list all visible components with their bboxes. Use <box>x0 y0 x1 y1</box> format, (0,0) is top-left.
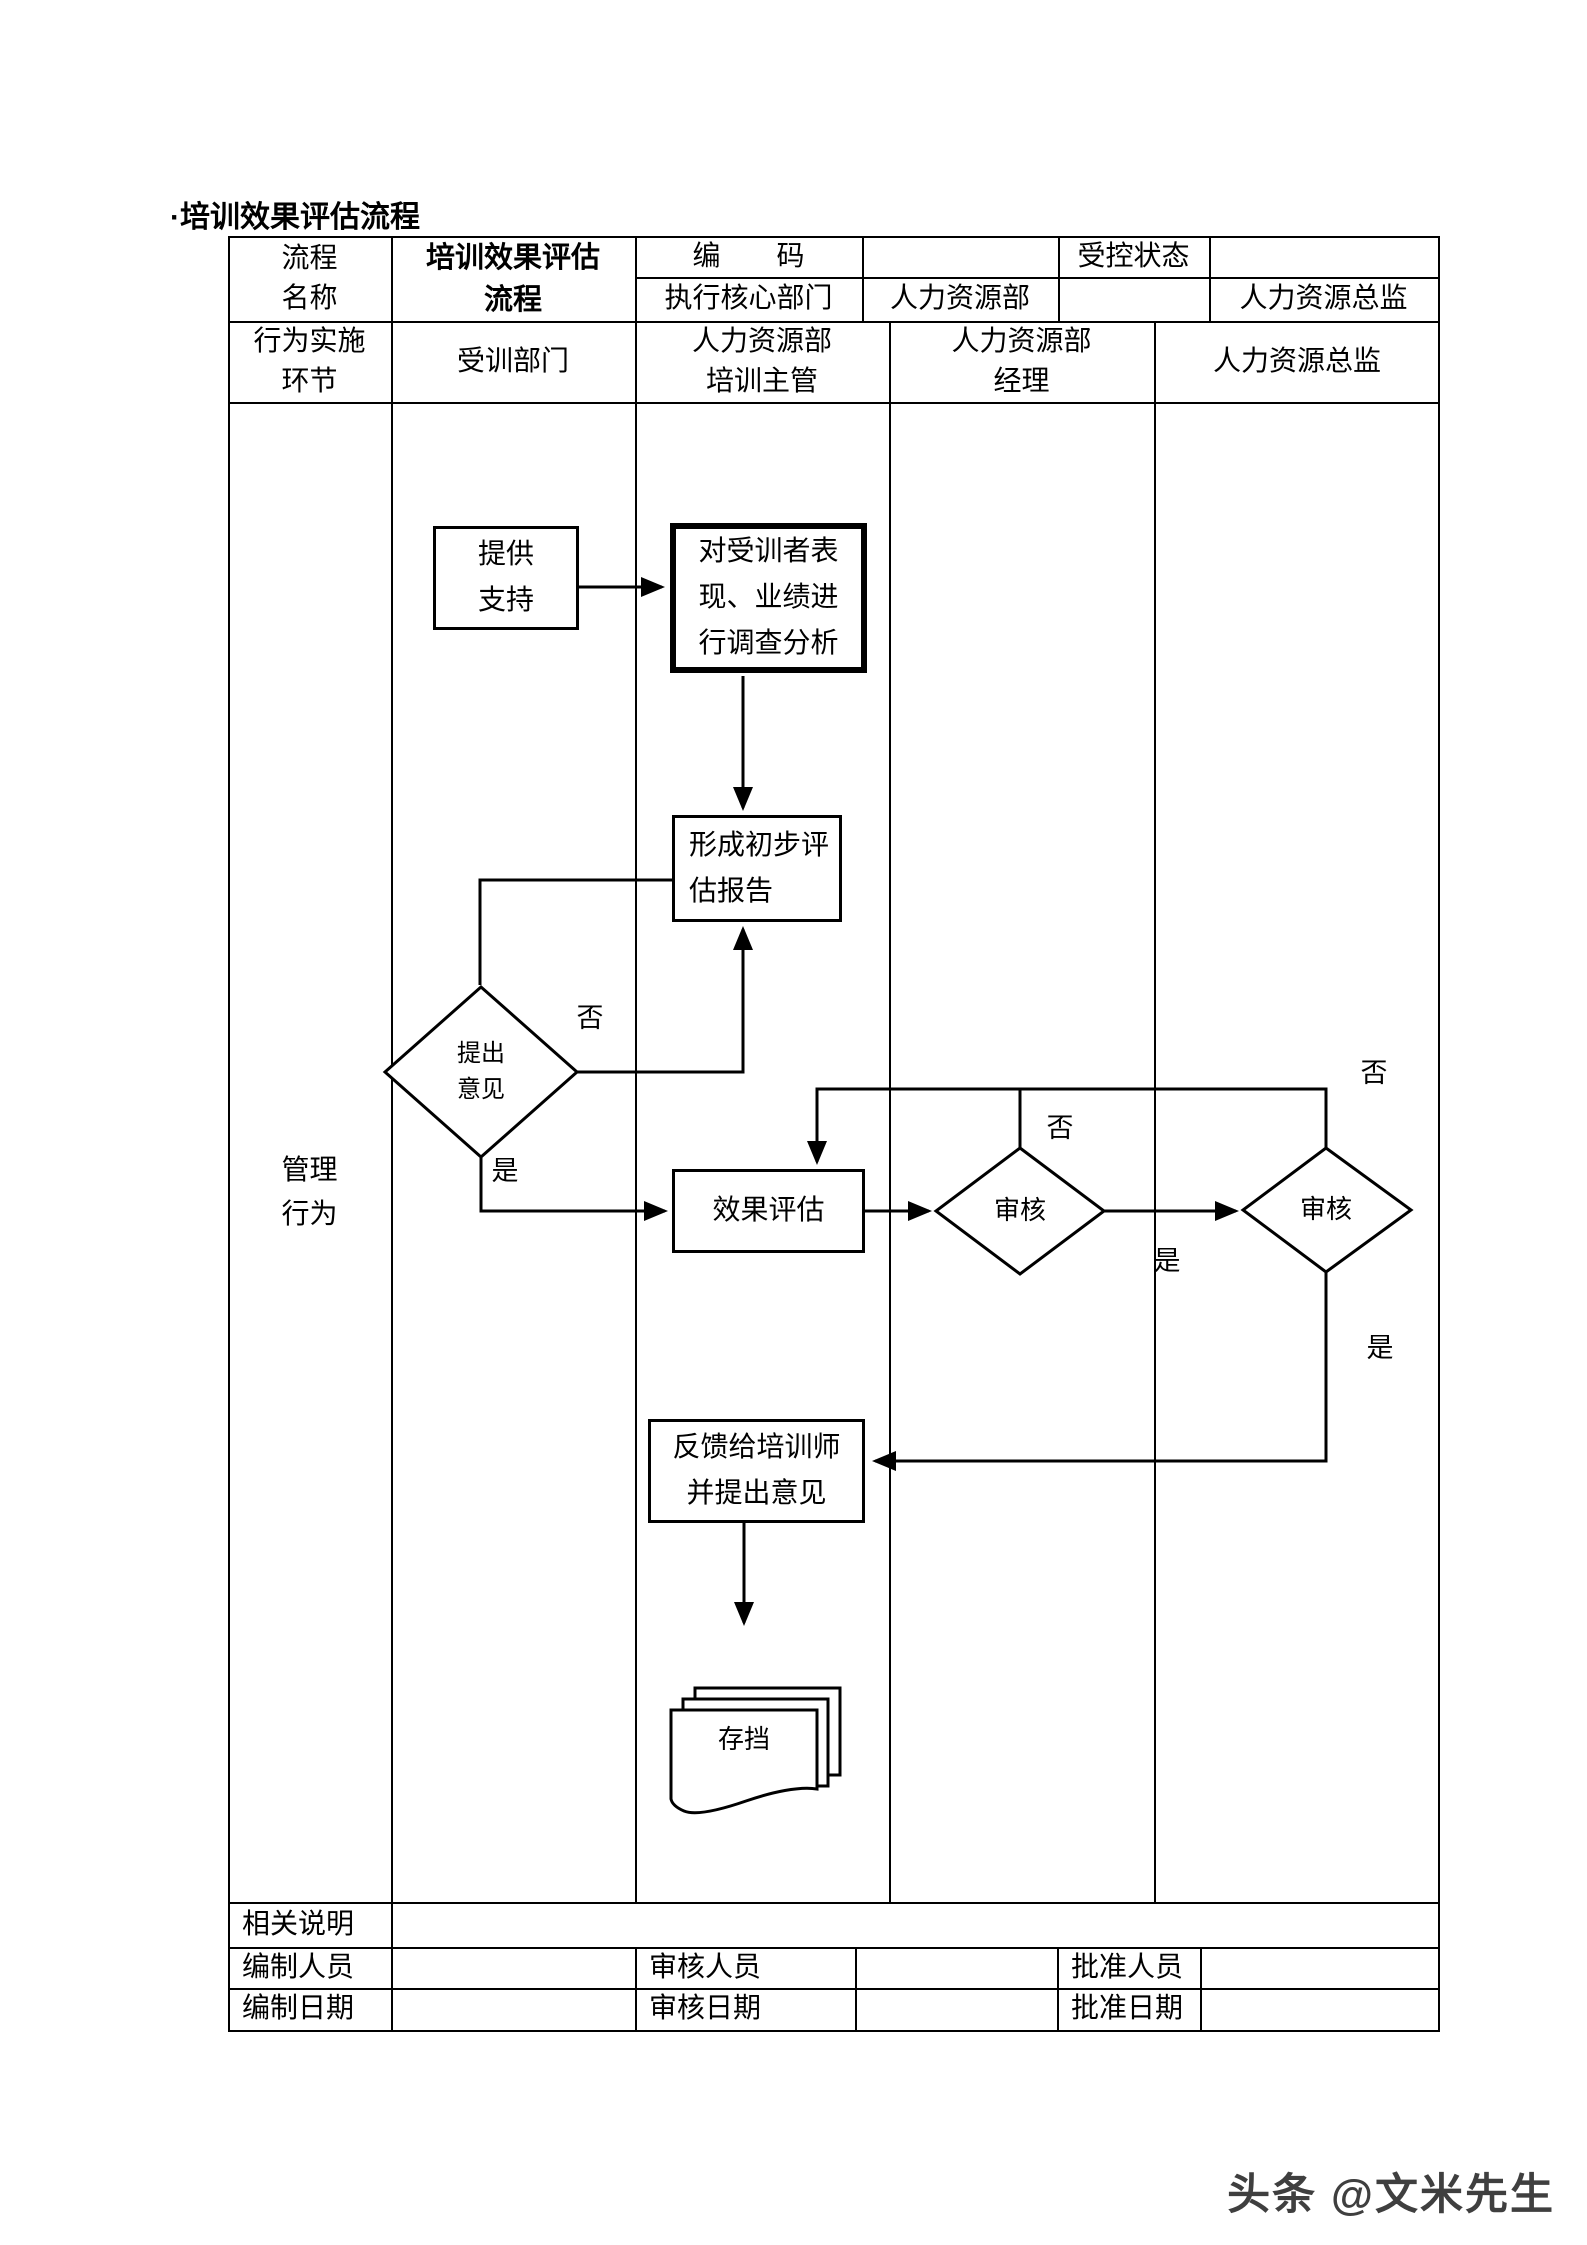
archive-label: 存挡 <box>717 1725 770 1754</box>
opinion-diamond <box>382 984 580 1160</box>
grid-line <box>1057 1947 1059 2030</box>
connector-group <box>478 577 1328 1626</box>
opinion-diamond-label: 提出 意见 <box>457 1041 505 1103</box>
watermark: 头条 @文米先生 <box>1227 2171 1555 2219</box>
management-row-label: 管理 行为 <box>281 1155 338 1230</box>
lane-trainee-dept: 受训部门 <box>456 345 569 377</box>
opinion-yes-label: 是 <box>491 1155 519 1186</box>
review1-diamond-label: 审核 <box>993 1196 1046 1225</box>
review2-no-label: 否 <box>1360 1057 1388 1088</box>
grid-line <box>855 1947 857 2030</box>
evaluation-step-box: 效果评估 <box>672 1169 865 1253</box>
elbow-report-to-opinion <box>478 878 672 985</box>
grid-line <box>228 321 1440 323</box>
grid-line <box>1438 236 1440 2032</box>
maker-label: 编制人员 <box>242 1951 355 1983</box>
opinion-no-label: 否 <box>576 1002 604 1033</box>
code-label: 编 码 <box>692 240 805 272</box>
reviewer-label: 审核人员 <box>649 1951 762 1983</box>
review2-diamond <box>1240 1146 1414 1274</box>
review1-yes-label: 是 <box>1153 1245 1181 1276</box>
grid-line <box>228 1988 1440 1990</box>
lane-hr-manager: 人力资源部 经理 <box>951 325 1092 397</box>
review2-diamond-label: 审核 <box>1299 1195 1352 1224</box>
grid-line <box>889 321 891 1902</box>
grid-line <box>635 236 637 1902</box>
grid-line <box>228 1947 1440 1949</box>
review1-no-label: 否 <box>1046 1112 1074 1143</box>
arrow-opinion-yes-to-eval <box>479 1157 668 1221</box>
lane-hr-director: 人力资源总监 <box>1212 345 1381 377</box>
notes-label: 相关说明 <box>242 1908 355 1940</box>
approver-title: 人力资源总监 <box>1239 283 1408 314</box>
grid-line <box>635 1947 637 2030</box>
page-title: ·培训效果评估流程 <box>170 201 420 234</box>
review-date-label: 审核日期 <box>649 1993 762 2024</box>
lane-row-header: 行为实施 环节 <box>253 325 366 397</box>
grid-line <box>228 236 1440 238</box>
grid-line <box>391 236 393 2032</box>
report-step-box: 形成初步评 估报告 <box>672 815 842 922</box>
maker-date-label: 编制日期 <box>242 1993 355 2024</box>
grid-line <box>1058 236 1060 321</box>
controlled-state-label: 受控状态 <box>1077 240 1190 272</box>
core-dept-label: 执行核心部门 <box>664 283 833 314</box>
grid-line <box>635 277 1440 279</box>
review2-yes-label: 是 <box>1366 1332 1394 1363</box>
grid-line <box>1209 236 1211 321</box>
approve-date-label: 批准日期 <box>1071 1993 1184 2024</box>
archive-document-shape <box>669 1708 819 1815</box>
grid-line <box>1200 1947 1202 2030</box>
grid-line <box>862 236 864 321</box>
grid-line <box>228 402 1440 404</box>
loop-review2-no-to-eval <box>807 1087 1328 1165</box>
review1-diamond <box>933 1146 1107 1276</box>
feedback-step-box: 反馈给培训师 并提出意见 <box>648 1419 865 1523</box>
core-dept-value: 人力资源部 <box>889 283 1030 314</box>
survey-step-box: 对受训者表 现、业绩进 行调查分析 <box>670 523 867 673</box>
process-name-label: 流程 名称 <box>281 242 338 314</box>
grid-line <box>228 2030 1440 2032</box>
lane-training-supervisor: 人力资源部 培训主管 <box>691 325 832 397</box>
support-step-box: 提供 支持 <box>433 526 579 630</box>
grid-line <box>228 236 230 2032</box>
grid-line <box>1154 321 1156 1902</box>
process-name-value: 培训效果评估 流程 <box>425 241 600 316</box>
arrow-review2-yes-to-feedback <box>872 1272 1328 1471</box>
arrow-opinion-no-to-report <box>577 926 753 1074</box>
grid-line <box>228 1902 1440 1904</box>
approver-label: 批准人员 <box>1071 1951 1184 1983</box>
